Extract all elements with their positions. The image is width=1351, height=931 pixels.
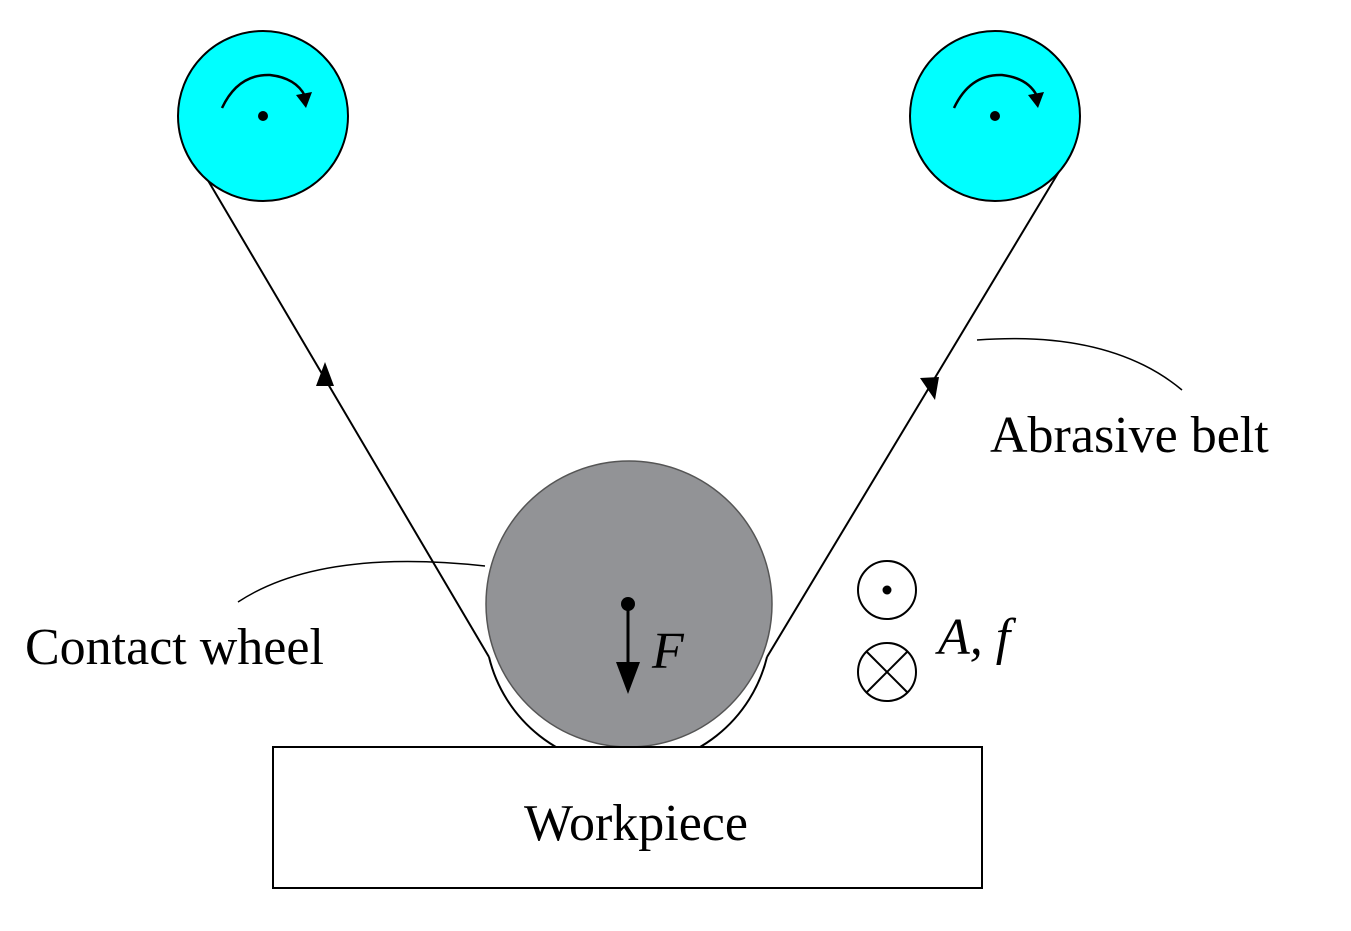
out-of-plane-dot <box>882 585 892 595</box>
belt-direction-arrow-down <box>920 377 939 400</box>
right-pulley-center-dot <box>990 111 1000 121</box>
workpiece-block <box>272 746 983 889</box>
belt-direction-arrow-up <box>316 362 334 386</box>
contact-wheel-leader-line <box>237 560 486 603</box>
abrasive-belt-leader-line <box>976 337 1183 391</box>
workpiece-label: Workpiece <box>524 795 748 852</box>
right-rotation-arrowhead-icon <box>1028 92 1044 108</box>
contact-wheel-label: Contact wheel <box>25 619 324 676</box>
left-pulley-rotation-arrow <box>220 73 307 109</box>
belt-left-segment <box>192 154 490 658</box>
left-pulley-center-dot <box>258 111 268 121</box>
abrasive-belt-label: Abrasive belt <box>990 407 1269 464</box>
force-label: F <box>651 623 685 680</box>
left-rotation-arrowhead-icon <box>296 92 312 108</box>
oscillation-label: A, f <box>935 609 1017 666</box>
into-plane-cross-b <box>865 650 909 694</box>
belt-right-segment <box>766 154 1070 658</box>
right-pulley-rotation-arrow <box>952 73 1039 109</box>
force-arrow-head <box>616 662 640 694</box>
